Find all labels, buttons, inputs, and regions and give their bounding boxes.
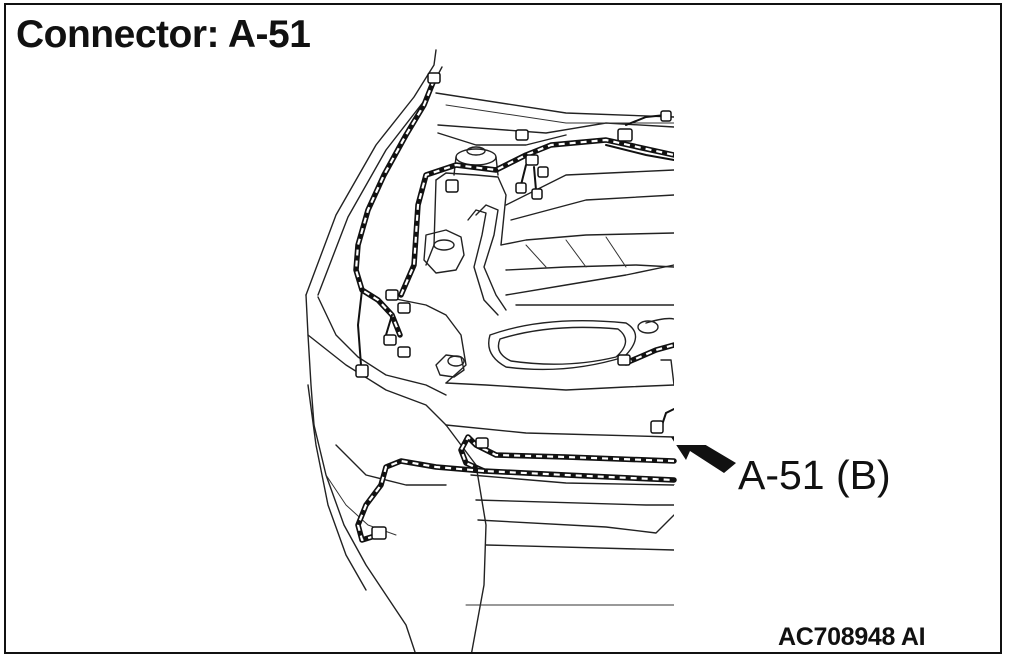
branch-wires <box>356 114 675 426</box>
connector-icon <box>397 302 411 314</box>
target-connector-icon <box>650 420 664 434</box>
engine-bay-illustration <box>305 45 1000 652</box>
cowl-panel <box>435 92 675 146</box>
air-box <box>488 317 675 371</box>
connector-icon <box>383 334 397 346</box>
connector-icon <box>355 364 369 378</box>
inner-apron <box>385 296 675 391</box>
connector-icon <box>385 289 399 301</box>
connector-icon <box>515 182 527 194</box>
connector-icon <box>660 110 672 122</box>
connector-icon <box>525 154 539 166</box>
wiring-harness <box>353 77 677 543</box>
front-bumper <box>307 384 675 652</box>
diagram-frame: Connector: A-51 A-51 (B) AC708948 AI <box>4 3 1002 654</box>
connector-icon <box>397 346 411 358</box>
connector-icon <box>371 526 387 540</box>
connector-icon <box>475 437 489 449</box>
connector-icon <box>445 179 459 193</box>
figure-code: AC708948 AI <box>778 623 926 651</box>
engine-area <box>467 169 675 316</box>
connector-icon <box>617 128 633 142</box>
connector-icon <box>531 188 543 200</box>
connector-icon <box>427 72 441 84</box>
page-title: Connector: A-51 <box>16 13 311 56</box>
strut-tower <box>423 146 507 274</box>
connector-callout-label: A-51 (B) <box>738 452 891 498</box>
connectors <box>355 72 672 540</box>
connector-icon <box>537 166 549 178</box>
connector-icon <box>617 354 631 366</box>
connector-icon <box>515 129 529 141</box>
